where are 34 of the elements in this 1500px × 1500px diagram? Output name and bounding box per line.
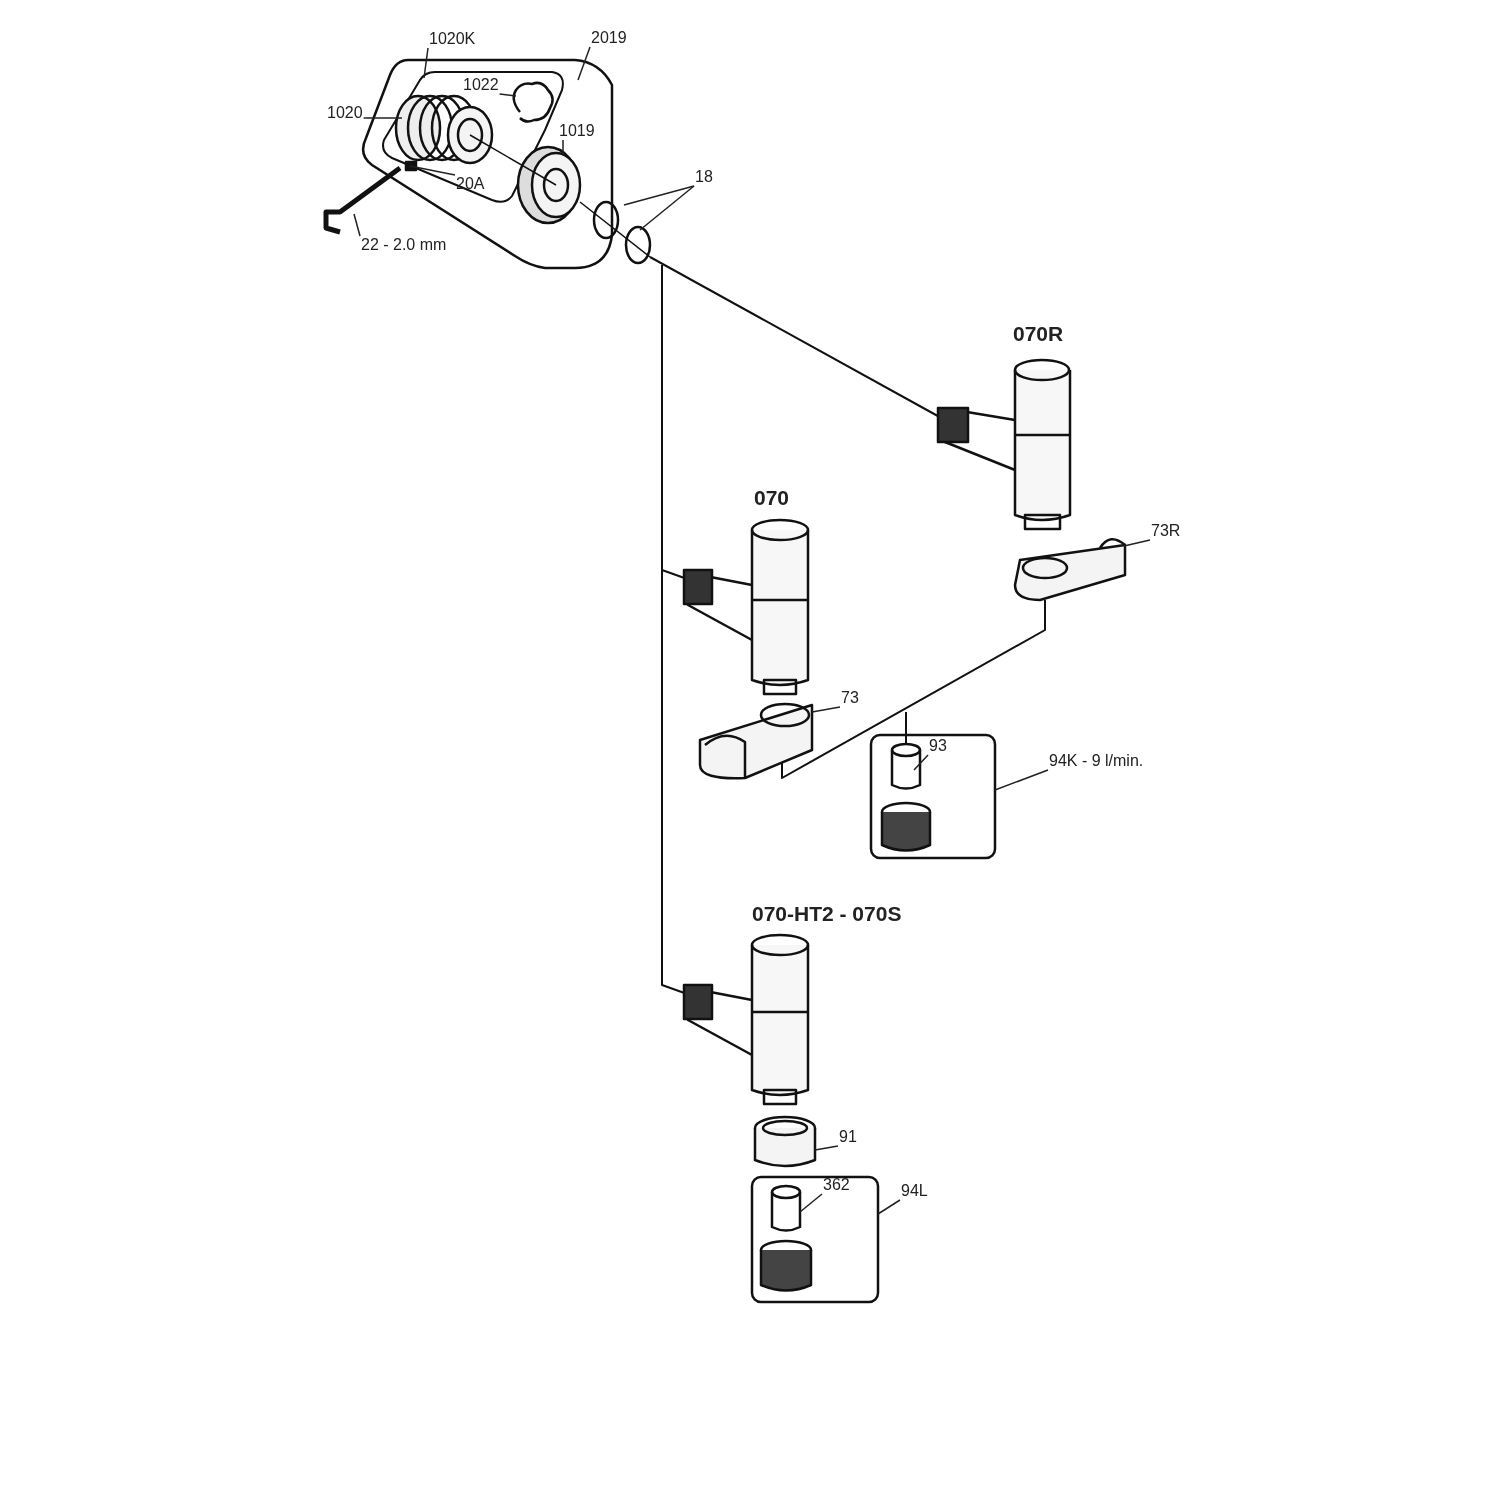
callout-number: 18 — [694, 168, 714, 186]
callout-number: 2019 — [590, 29, 628, 47]
leader-line — [577, 46, 591, 81]
callout-number: 22 - 2.0 mm — [360, 236, 448, 254]
leader-line — [913, 754, 929, 771]
part-heading: 070-HT2 - 070S — [752, 902, 902, 926]
leader-line — [409, 165, 456, 176]
part-heading: 070 — [754, 486, 790, 510]
leader-line — [423, 47, 429, 79]
leader-line — [877, 1199, 901, 1215]
callout-number: 20A — [455, 175, 486, 193]
callout-number: 93 — [928, 737, 948, 755]
leader-line — [799, 1193, 823, 1213]
callout-number: 91 — [838, 1128, 858, 1146]
callout-number: 73R — [1150, 522, 1182, 540]
leader-line — [562, 139, 564, 156]
callout-number: 1019 — [558, 122, 596, 140]
part-heading: 070R — [1013, 322, 1064, 346]
callout-number: 1020 — [326, 104, 364, 122]
callout-number: 94L — [900, 1182, 929, 1200]
callout-number: 1022 — [462, 76, 500, 94]
callout-number: 73 — [840, 689, 860, 707]
callout-number: 94K - 9 l/min. — [1048, 752, 1145, 770]
leader-line — [811, 706, 841, 713]
leader-line — [814, 1145, 839, 1151]
leader-line — [353, 213, 361, 237]
callout-number: 362 — [822, 1176, 851, 1194]
leader-line — [623, 185, 695, 206]
leader-line — [362, 117, 403, 119]
callout-number: 1020K — [428, 30, 477, 48]
leader-line — [994, 769, 1049, 791]
leader-line — [498, 93, 517, 97]
leader-line — [1123, 539, 1151, 547]
leader-line — [639, 185, 695, 231]
